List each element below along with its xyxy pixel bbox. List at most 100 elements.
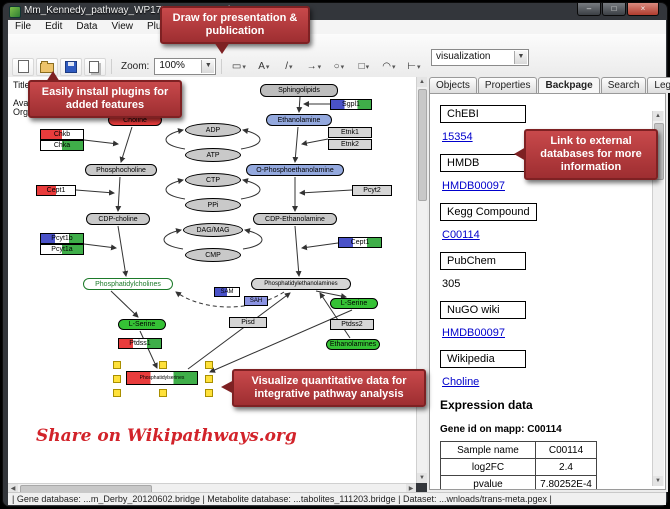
pathway-node[interactable]: L-Serine: [330, 298, 378, 309]
selection-handle[interactable]: [205, 361, 213, 369]
chevron-down-icon: ▼: [201, 60, 215, 73]
menu-file[interactable]: File: [15, 21, 32, 32]
pathway-node[interactable]: Chkb: [40, 129, 84, 140]
line-tool-button[interactable]: /▾: [285, 61, 293, 72]
pathway-node[interactable]: Cept1: [338, 237, 382, 248]
selection-handle[interactable]: [205, 389, 213, 397]
pathway-node[interactable]: SAM: [214, 287, 240, 297]
maximize-button[interactable]: □: [602, 3, 626, 16]
dropdown-caret-icon: ▾: [391, 63, 396, 71]
toolbar-separator: [111, 59, 112, 74]
tab-legend[interactable]: Legend: [647, 77, 670, 93]
new-file-button[interactable]: [12, 57, 34, 76]
pathway-node[interactable]: CDP-Ethanolamine: [253, 213, 337, 225]
pathway-node[interactable]: CMP: [185, 248, 241, 262]
scroll-up-icon[interactable]: ▲: [653, 111, 663, 121]
pathway-node[interactable]: Phosphatidylcholines: [83, 278, 173, 290]
pathway-node-label: Phosphatidylethanolamines: [264, 281, 338, 287]
pathway-node-label: L-Serine: [340, 300, 368, 307]
new-doc-icon: [17, 60, 29, 73]
pathway-node[interactable]: Etnk2: [328, 139, 372, 150]
pathway-node[interactable]: L-Serine: [118, 319, 166, 330]
pathway-node[interactable]: DAG/MAG: [183, 223, 243, 237]
pathway-canvas[interactable]: Title: Availab Organis SphingolipidsSgpl…: [8, 77, 416, 483]
selection-handle[interactable]: [159, 361, 167, 369]
pathway-node[interactable]: Ethanolamines: [326, 339, 380, 350]
backpage-db-link[interactable]: C00114: [442, 229, 480, 241]
pathway-node[interactable]: Chka: [40, 140, 84, 151]
minimize-button[interactable]: –: [577, 3, 601, 16]
pathway-node[interactable]: Pcyt1a: [40, 244, 84, 255]
pathway-node[interactable]: ATP: [185, 148, 241, 162]
visualization-select[interactable]: visualization▼: [431, 49, 529, 66]
pathway-node-label: SAH: [249, 298, 263, 304]
pathway-node[interactable]: Pcyt2: [352, 185, 392, 196]
selection-handle[interactable]: [113, 361, 121, 369]
scroll-down-icon[interactable]: ▼: [653, 476, 663, 486]
pathway-node[interactable]: Etnk1: [328, 127, 372, 138]
backpage-db-header: ChEBI: [440, 105, 526, 123]
pathway-node[interactable]: Pcyt1b: [40, 233, 84, 244]
pathway-node[interactable]: Phosphocholine: [85, 164, 157, 176]
tbar-tool-button[interactable]: ⊢▾: [407, 61, 421, 72]
pathway-node[interactable]: Sgpl1: [330, 99, 372, 110]
tab-search[interactable]: Search: [600, 77, 647, 93]
datanode-tool-button[interactable]: ▭▾: [231, 61, 246, 72]
pathway-node[interactable]: Sphingolipids: [260, 84, 338, 97]
label-tool-button[interactable]: A▾: [258, 61, 270, 72]
zoom-select[interactable]: 100%▼: [154, 58, 217, 75]
pathway-node[interactable]: PPi: [185, 198, 241, 212]
selection-handle[interactable]: [205, 375, 213, 383]
canvas-vertical-scrollbar[interactable]: ▲ ▼: [416, 77, 427, 483]
scroll-up-icon[interactable]: ▲: [417, 77, 427, 87]
arc-tool-button[interactable]: ◠▾: [382, 61, 396, 72]
save-button[interactable]: [60, 57, 82, 76]
close-button[interactable]: ×: [627, 3, 659, 16]
menu-view[interactable]: View: [111, 21, 133, 32]
backpage-db-link[interactable]: HMDB00097: [442, 327, 505, 339]
pathway-node-label: CMP: [205, 251, 221, 259]
backpage-db-link[interactable]: 15354: [442, 131, 473, 143]
tab-properties[interactable]: Properties: [477, 77, 538, 93]
pathway-node[interactable]: CTP: [185, 173, 241, 187]
pathway-node[interactable]: Ptdss1: [118, 338, 162, 349]
copy-icon: [89, 60, 99, 73]
pathway-node-label: Pcyt2: [363, 187, 381, 194]
pathway-node-label: Pcyt1a: [51, 246, 73, 253]
pathway-node[interactable]: Ptdss2: [330, 319, 374, 330]
pathway-node[interactable]: Phosphatidylethanolamines: [251, 278, 351, 290]
pathway-edges: [75, 96, 353, 373]
selection-handle[interactable]: [159, 389, 167, 397]
scrollbar-thumb[interactable]: [418, 89, 427, 201]
arrow-tool-button[interactable]: →▾: [306, 61, 322, 72]
backpage-db-link[interactable]: HMDB00097: [442, 180, 505, 192]
pathway-node[interactable]: Cept1: [36, 185, 76, 196]
pathway-node[interactable]: O-Phosphoethanolamine: [246, 164, 344, 176]
scroll-right-icon[interactable]: ▶: [406, 484, 416, 494]
menu-edit[interactable]: Edit: [45, 21, 63, 32]
oval-tool-button[interactable]: ○▾: [333, 61, 345, 72]
callout-install-plugins: Easily install plugins for added feature…: [28, 71, 182, 118]
pathway-node-label: Phosphocholine: [96, 166, 146, 174]
pathway-node[interactable]: Phosphatidylserines: [126, 371, 198, 385]
pathway-node[interactable]: CDP-choline: [86, 213, 150, 225]
copy-button[interactable]: [84, 57, 106, 76]
tab-objects[interactable]: Objects: [429, 77, 477, 93]
backpage-db-link[interactable]: Choline: [442, 376, 480, 388]
scroll-down-icon[interactable]: ▼: [417, 473, 427, 483]
tab-backpage[interactable]: Backpage: [538, 77, 600, 93]
selection-handle[interactable]: [113, 389, 121, 397]
selection-handle[interactable]: [113, 375, 121, 383]
dropdown-caret-icon: ▾: [416, 63, 421, 71]
pathway-node[interactable]: Pisd: [229, 317, 267, 328]
pathway-node[interactable]: ADP: [185, 123, 241, 137]
scroll-left-icon[interactable]: ◀: [8, 484, 18, 494]
pathway-node[interactable]: SAH: [244, 296, 268, 306]
menu-data[interactable]: Data: [76, 21, 98, 32]
pathway-node-label: Pisd: [241, 319, 255, 326]
toolbar: Zoom: 100%▼ ▭▾A▾/▾→▾○▾□▾◠▾⊢▾ visualizati…: [8, 34, 666, 78]
pathway-node[interactable]: Ethanolamine: [266, 114, 332, 126]
rectangle-tool-button[interactable]: □▾: [358, 61, 370, 72]
